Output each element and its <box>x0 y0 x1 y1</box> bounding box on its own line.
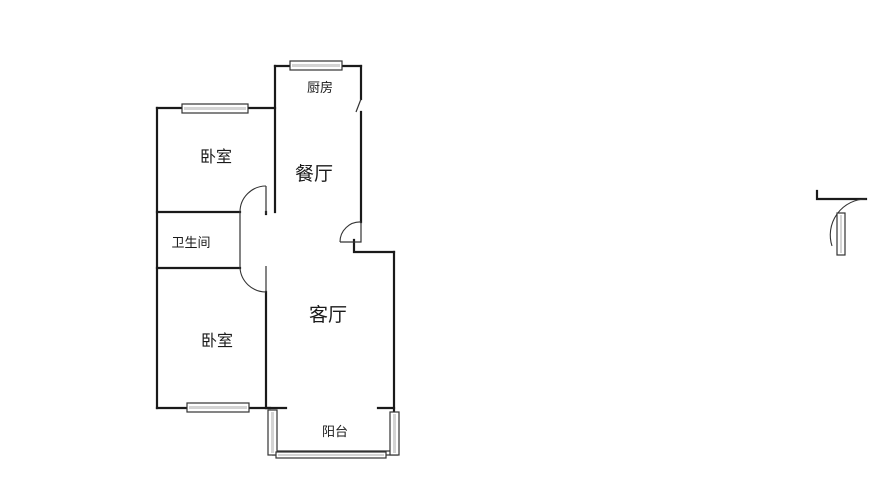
label-living: 客厅 <box>309 304 347 326</box>
windows <box>181 60 400 459</box>
walls <box>155 64 398 456</box>
label-bathroom: 卫生间 <box>171 236 210 251</box>
window-balcony-west <box>267 409 278 456</box>
door-bedroom-north <box>239 185 267 214</box>
window-bedroom-south <box>186 402 250 413</box>
label-dining: 餐厅 <box>295 163 333 185</box>
adjacent-unit-fragment <box>815 189 868 256</box>
window-bedroom-north <box>181 103 249 114</box>
door-bedroom-south <box>239 266 267 293</box>
wall-living-step <box>352 238 396 254</box>
window-kitchen <box>289 60 343 71</box>
window-balcony-east <box>389 411 400 456</box>
label-bedroom-north: 卧室 <box>200 147 232 166</box>
label-bedroom-south: 卧室 <box>201 331 233 350</box>
doors <box>239 98 362 293</box>
window-balcony-south <box>275 451 387 459</box>
label-balcony: 阳台 <box>322 425 348 440</box>
door-kitchen <box>355 98 362 113</box>
door-entry <box>339 221 362 243</box>
label-kitchen: 厨房 <box>307 80 333 96</box>
room-labels: 厨房 餐厅 卧室 卫生间 卧室 客厅 阳台 <box>171 80 348 440</box>
